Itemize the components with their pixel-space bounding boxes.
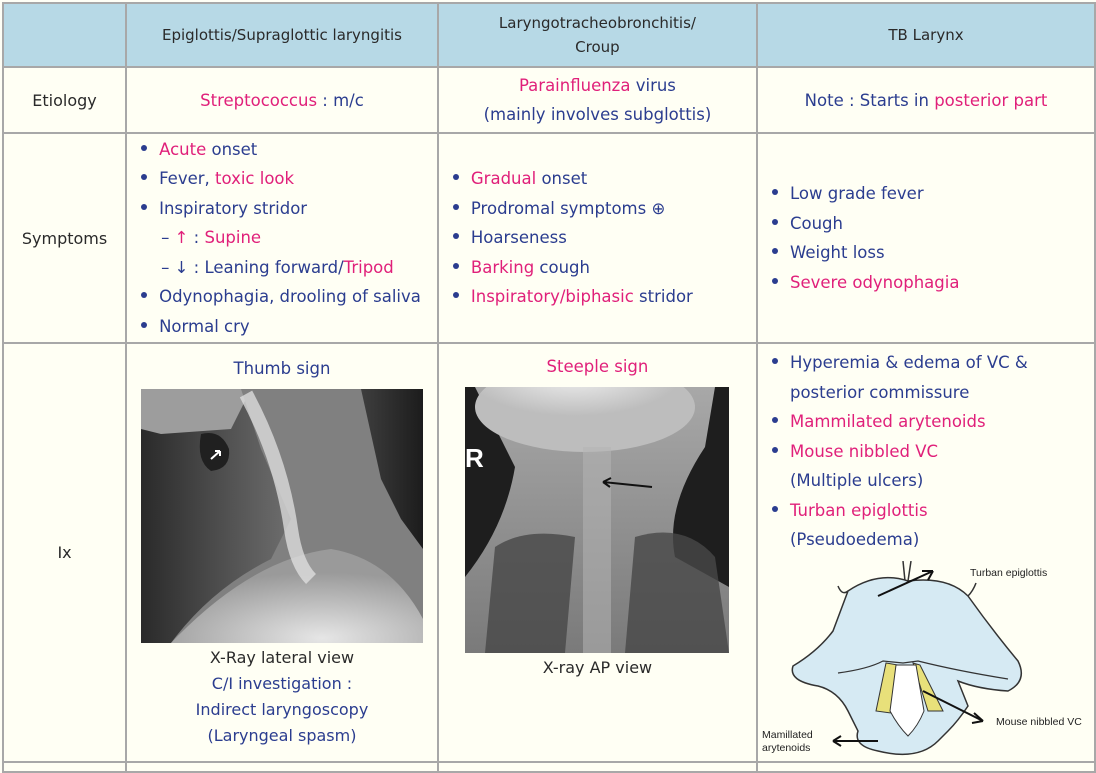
cell-blank [436, 760, 758, 773]
list-item: Inspiratory/biphasic stridor [451, 282, 756, 312]
list-item: Inspiratory stridor [139, 194, 437, 224]
ix-epiglottis: Thumb sign X-Ray lateral view C [125, 342, 439, 763]
list-item: Acute onset [139, 135, 437, 165]
header-epiglottis: Epiglottis/Supraglottic laryngitis [125, 2, 439, 68]
header-croup: Laryngotracheobronchitis/ Croup [436, 2, 758, 68]
header-blank [1, 2, 128, 68]
contraindication-reason: (Laryngeal spasm) [207, 726, 357, 745]
xray-lateral-image [140, 389, 423, 643]
xray-ap-caption: X-ray AP view [542, 658, 653, 677]
list-item: Barking cough [451, 253, 756, 283]
etiology-croup: Parainfluenza virus (mainly involves sub… [436, 66, 758, 134]
list-item: Hoarseness [451, 223, 756, 253]
symptoms-tb: Low grade fever Cough Weight loss Severe… [755, 132, 1096, 344]
label-mouse-nibbled: Mouse nibbled VC [995, 715, 1082, 728]
etiology-note: : m/c [317, 90, 364, 110]
xray-lateral-caption: X-Ray lateral view [209, 648, 355, 667]
cell-blank [755, 760, 1096, 773]
header-row: Epiglottis/Supraglottic laryngitis Laryn… [1, 2, 1096, 68]
list-subitem: – ↑ : Supine [161, 228, 262, 248]
label-mamillated: Mamillated [761, 728, 813, 741]
label-arytenoids: arytenoids [761, 741, 811, 754]
row-etiology: Etiology Streptococcus : m/c Parainfluen… [1, 66, 1096, 134]
thumb-sign-title: Thumb sign [233, 359, 331, 378]
etiology-tb: Note : Starts in posterior part [755, 66, 1096, 134]
symptom-list: Gradual onset Prodromal symptoms ⊕ Hoars… [439, 164, 756, 312]
symptom-list: Low grade fever Cough Weight loss Severe… [758, 179, 1094, 297]
list-item: Low grade fever [770, 179, 1094, 209]
contraindication-item: Indirect laryngoscopy [195, 700, 369, 719]
row-ix: Ix Thumb sign X-Ray later [1, 342, 1096, 763]
ix-findings-list: Hyperemia & edema of VC &posterior commi… [758, 348, 1094, 555]
symptoms-croup: Gradual onset Prodromal symptoms ⊕ Hoars… [436, 132, 758, 344]
list-subitem: – ↓ : Leaning forward/Tripod [161, 257, 394, 277]
row-label-symptoms: Symptoms [1, 132, 128, 344]
etiology-note-prefix: Note : Starts in [804, 90, 935, 110]
steeple-sign-title: Steeple sign [546, 357, 649, 376]
row-symptoms: Symptoms Acute onset Fever, toxic look I… [1, 132, 1096, 344]
ix-tb: Hyperemia & edema of VC &posterior commi… [755, 342, 1096, 763]
contraindication-label: C/I investigation : [211, 674, 353, 693]
list-item: Mammilated arytenoids [770, 407, 1094, 437]
larynx-illustration [791, 560, 1023, 755]
etiology-organism: Streptococcus [200, 90, 318, 110]
symptom-list: Acute onset Fever, toxic look Inspirator… [127, 135, 437, 342]
label-turban-epiglottis: Turban epiglottis [969, 566, 1048, 579]
etiology-subglottis-note: (mainly involves subglottis) [483, 105, 712, 124]
header-tb-larynx: TB Larynx [755, 2, 1096, 68]
etiology-epiglottis: Streptococcus : m/c [125, 66, 439, 134]
etiology-virus: virus [630, 76, 676, 95]
ix-croup: Steeple sign R X-ray AP vie [436, 342, 758, 763]
xray-lateral-illustration [140, 389, 423, 643]
xray-ap-image: R [465, 387, 730, 653]
xray-ap-illustration: R [465, 387, 730, 653]
cell-blank [1, 760, 128, 773]
list-item: Gradual onset [451, 164, 756, 194]
row-label-ix: Ix [1, 342, 128, 763]
plus-circle-icon: ⊕ [651, 198, 666, 218]
list-item: Hyperemia & edema of VC &posterior commi… [770, 348, 1094, 407]
cell-blank [125, 760, 439, 773]
etiology-organism: Parainfluenza [518, 76, 631, 95]
arrow-down-icon: ↓ [174, 257, 189, 277]
list-item: Fever, toxic look [139, 164, 437, 194]
list-item: Severe odynophagia [770, 268, 1094, 298]
arrow-up-icon: ↑ [174, 228, 189, 248]
list-item: Prodromal symptoms ⊕ [451, 194, 756, 224]
list-item: Odynophagia, drooling of saliva [139, 282, 437, 312]
row-next-partial [1, 760, 1096, 773]
row-label-etiology: Etiology [1, 66, 128, 134]
r-marker: R [465, 443, 484, 473]
list-item: Turban epiglottis(Pseudoedema) [770, 496, 1094, 555]
list-item: Cough [770, 209, 1094, 239]
etiology-posterior: posterior part [934, 90, 1048, 110]
list-item: Weight loss [770, 238, 1094, 268]
larynx-diagram: Turban epiglottis Mouse nibbled VC Mamil… [758, 560, 1094, 761]
list-item: Mouse nibbled VC(Multiple ulcers) [770, 437, 1094, 496]
symptoms-epiglottis: Acute onset Fever, toxic look Inspirator… [125, 132, 439, 344]
list-item: Normal cry [139, 312, 437, 342]
